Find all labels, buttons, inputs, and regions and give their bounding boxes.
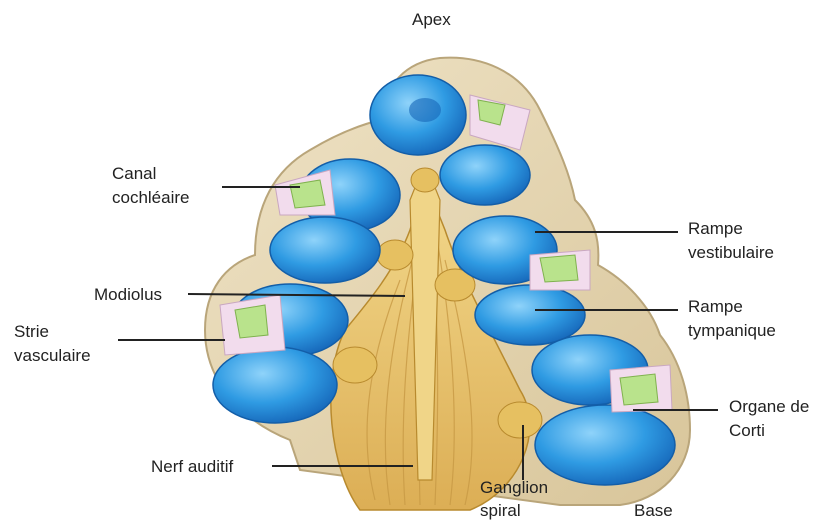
scala-base-bottom [535,405,675,485]
label-organe-line2: Corti [729,420,765,442]
scala-apex-right [440,145,530,205]
label-base: Base [634,500,673,522]
label-rt-line2: tympanique [688,320,776,342]
label-strie-line1: Strie [14,321,49,343]
label-rt-line1: Rampe [688,296,743,318]
organ-lower-left [235,305,268,338]
label-modiolus: Modiolus [94,284,162,306]
organ-upper-left [290,180,325,208]
organ-base [620,374,658,405]
label-canal-line2: cochléaire [112,187,190,209]
scala-lower-left-bottom [213,347,337,423]
scala-tympani-right [475,285,585,345]
label-rv-line1: Rampe [688,218,743,240]
organ-mid-right [540,255,578,282]
label-apex: Apex [412,9,451,31]
label-ganglion-line2: spiral [480,500,521,522]
label-ganglion-line1: Ganglion [480,477,548,499]
label-rv-line2: vestibulaire [688,242,774,264]
label-strie-line2: vasculaire [14,345,91,367]
label-nerf: Nerf auditif [151,456,233,478]
scala-upper-left-bottom [270,217,380,283]
apex-hole [409,98,441,122]
label-canal-line1: Canal [112,163,156,185]
label-organe-line1: Organe de [729,396,809,418]
